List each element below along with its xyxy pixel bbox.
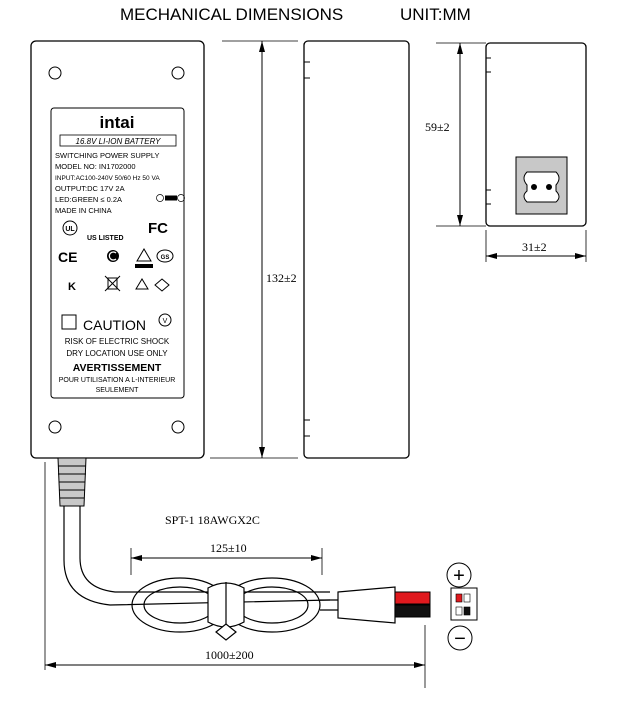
height-dimension-label: 132±2 — [266, 271, 297, 285]
diamond-mark-icon — [154, 278, 170, 292]
kc-mark-icon: K — [68, 281, 76, 293]
positive-terminal-icon: + — [446, 562, 472, 588]
efficiency-v-icon: V — [158, 313, 172, 327]
avertissement-title: AVERTISSEMENT — [73, 362, 162, 374]
battery-text: 16.8V LI-ION BATTERY — [76, 137, 162, 146]
ul-mark-icon: UL — [62, 220, 78, 236]
battery-box — [59, 134, 177, 147]
width-dimension-label: 31±2 — [522, 240, 547, 254]
screw-hole — [171, 420, 185, 434]
dc-connector — [337, 586, 478, 624]
drawing-title: MECHANICAL DIMENSIONS — [120, 5, 343, 24]
c-tick-icon — [107, 250, 119, 262]
height-dimension: 132±2 — [210, 40, 298, 459]
negative-terminal-icon: − — [447, 625, 473, 651]
svg-text:K: K — [68, 281, 76, 293]
positive-symbol: + — [453, 565, 465, 587]
width-dimension: 31±2 — [485, 230, 587, 262]
depth-dimension: 59±2 — [425, 42, 486, 227]
end-view — [485, 42, 587, 227]
loop-length-label: 125±10 — [210, 541, 247, 555]
ac-inlet-socket-icon — [523, 171, 560, 203]
dc-cable — [63, 506, 338, 641]
adapter-front-outline — [30, 40, 205, 459]
screw-hole — [48, 66, 62, 80]
warning-triangle-icon — [135, 278, 149, 290]
svg-text:V: V — [163, 318, 168, 325]
label-line: OUTPUT:DC 17V 2A — [55, 184, 125, 193]
screw-hole — [48, 420, 62, 434]
pse-mark-icon — [135, 248, 153, 268]
dry-location-text: DRY LOCATION USE ONLY — [66, 349, 168, 358]
negative-symbol: − — [454, 628, 466, 650]
black-wire — [394, 604, 431, 618]
adapter-side-outline — [303, 40, 410, 459]
ul-listed-text: US LISTED — [87, 235, 124, 242]
label-line: SWITCHING POWER SUPPLY — [55, 151, 159, 160]
svg-text:UL: UL — [65, 226, 75, 233]
label-line: INPUT:AC100-240V 50/60 Hz 50 VA — [55, 175, 160, 182]
cable-spec-label: SPT-1 18AWGX2C — [165, 513, 260, 527]
caution-subtitle: RISK OF ELECTRIC SHOCK — [65, 337, 170, 346]
fcc-mark-icon: FC — [148, 220, 168, 237]
avertissement-line: SEULEMENT — [96, 387, 140, 394]
adapter-end-outline — [485, 42, 587, 227]
front-view: intai 16.8V LI-ION BATTERY SWITCHING POW… — [30, 40, 205, 459]
polarity-symbol-icon — [156, 194, 185, 202]
red-wire — [394, 591, 431, 605]
screw-hole — [171, 66, 185, 80]
side-view — [303, 40, 410, 459]
label-line: MADE IN CHINA — [55, 206, 112, 215]
rating-label — [50, 107, 185, 399]
unit-label: UNIT:MM — [400, 5, 471, 24]
cable-length-dimension: 1000±200 — [44, 462, 426, 688]
label-line: MODEL NO: IN1702000 — [55, 162, 136, 171]
weee-bin-icon — [104, 275, 121, 292]
caution-title: CAUTION — [83, 317, 146, 333]
strain-relief — [57, 457, 87, 507]
avertissement-line: POUR UTILISATION A L-INTERIEUR — [59, 377, 176, 384]
label-line: LED:GREEN ≤ 0.2A — [55, 195, 122, 204]
ce-mark-icon: CE — [58, 249, 77, 265]
gs-mark-icon: GS — [156, 249, 174, 263]
cable-length-label: 1000±200 — [205, 648, 254, 662]
loop-length-dimension: 125±10 — [130, 541, 323, 575]
svg-text:GS: GS — [161, 255, 170, 261]
depth-dimension-label: 59±2 — [425, 120, 450, 134]
brand-logo: intai — [100, 113, 135, 132]
double-insulation-icon — [61, 314, 77, 330]
